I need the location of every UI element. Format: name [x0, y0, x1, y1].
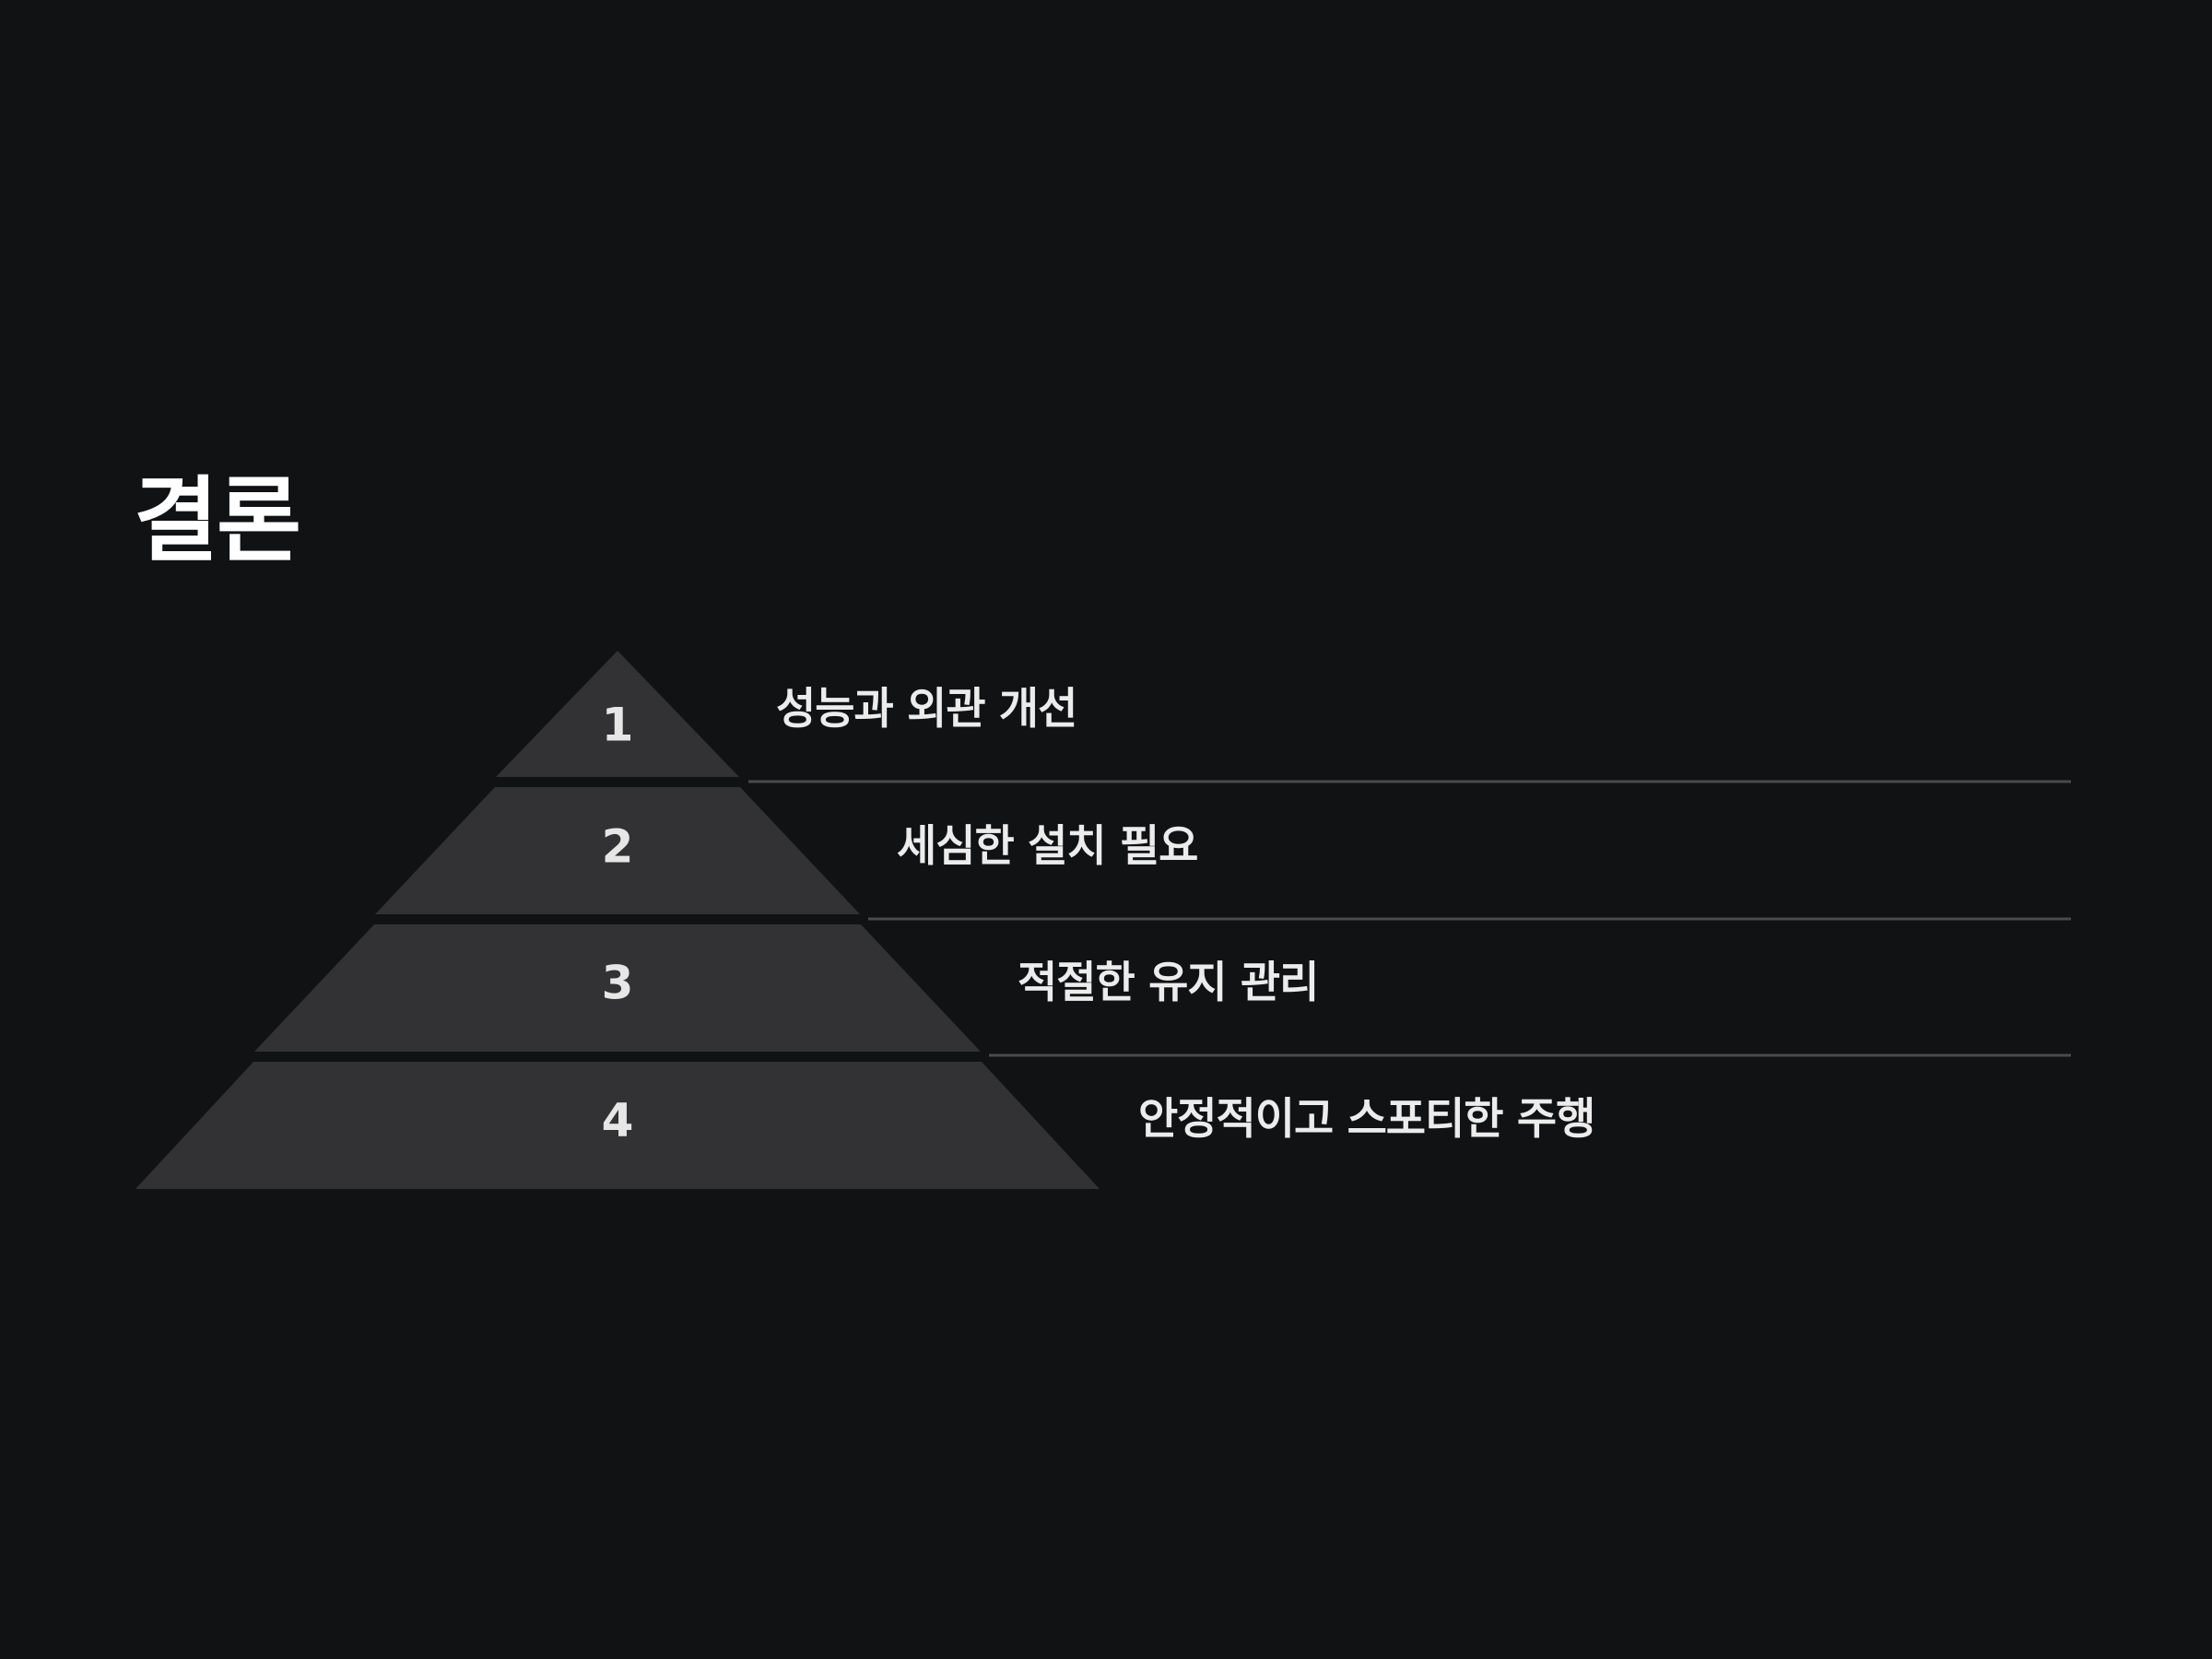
step-label-3: 적절한 유지 관리 [1018, 958, 1319, 1008]
slide-title: 결론 [134, 466, 301, 574]
pyramid-tier-2 [375, 787, 860, 914]
tier-number-1: 1 [602, 699, 634, 752]
pyramid-tier-1 [496, 651, 739, 777]
tier-number-4: 4 [602, 1094, 634, 1147]
pyramid-tier-4 [135, 1062, 1100, 1189]
pyramid-tier-3 [254, 924, 981, 1052]
tier-number-2: 2 [602, 820, 634, 874]
step-label-2: 세심한 설치 필요 [897, 821, 1198, 872]
tier-number-3: 3 [602, 957, 634, 1010]
step-label-1: 성능과 외관 개선 [776, 684, 1077, 735]
step-label-4: 안정적이고 스포티한 주행 [1138, 1094, 1595, 1145]
